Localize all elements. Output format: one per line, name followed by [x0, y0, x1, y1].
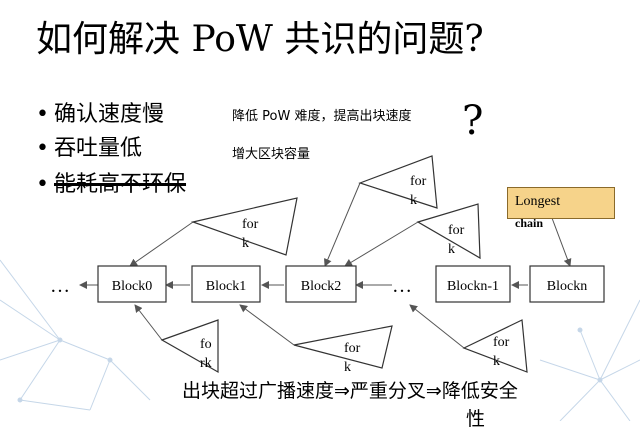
network-background	[0, 259, 640, 421]
note-lower-difficulty: 降低 PoW 难度，提高出块速度	[232, 109, 412, 124]
fork-arrow	[239, 304, 295, 346]
bullet-confirm-speed: •确认速度慢	[36, 96, 164, 128]
fork-label: for	[448, 223, 465, 238]
conclusion-text: 出块超过广播速度⇒严重分叉⇒降低安全	[182, 380, 518, 402]
fork-triangle	[190, 197, 298, 256]
block-label: Blockn	[547, 279, 587, 294]
fork-triangle	[462, 319, 528, 373]
fork-arrow	[134, 304, 163, 341]
ellipsis-left: …	[50, 275, 70, 297]
fork-triangle	[293, 325, 393, 369]
bullet-energy: •能耗高不环保	[36, 166, 186, 198]
block-0	[97, 265, 167, 303]
longest-chain-label: Longest	[515, 194, 561, 209]
longest-chain-label-2: chain	[515, 216, 544, 230]
fork-label: k	[410, 193, 417, 208]
fork-arrow	[409, 304, 465, 349]
fork-arrow	[324, 182, 361, 267]
block-label: Block0	[112, 279, 152, 294]
block-label: Block2	[301, 279, 341, 294]
question-mark: ?	[462, 98, 484, 144]
fork-label: for	[344, 341, 361, 356]
ellipsis-middle: …	[392, 275, 412, 297]
conclusion-text-2: 性	[466, 408, 486, 430]
block-label: Block1	[206, 279, 246, 294]
fork-label: for	[493, 335, 510, 350]
fork-triangle	[416, 203, 481, 260]
bullet-text: 确认速度慢	[54, 102, 165, 127]
fork-triangle	[358, 155, 438, 209]
bullet-throughput: •吞吐量低	[36, 130, 142, 162]
fork-arrow	[129, 221, 194, 267]
blockchain-diagram: Block0 Block1 Block2 Blockn-1 Blockn … ……	[50, 155, 605, 375]
fork-label: k	[344, 360, 351, 375]
block-2	[285, 265, 357, 303]
longest-chain-arrow	[551, 217, 572, 267]
fork-label: k	[493, 354, 500, 369]
fork-label: for	[410, 174, 427, 189]
bullet-dot: •	[36, 136, 49, 161]
fork-triangle	[160, 319, 219, 374]
bullet-dot: •	[36, 102, 49, 127]
block-n	[529, 265, 605, 303]
bullet-text: 吞吐量低	[54, 136, 143, 161]
fork-label: fo	[200, 337, 212, 352]
fork-label: k	[448, 242, 455, 257]
page-title: 如何解决 PoW 共识的问题?	[36, 19, 484, 60]
fork-label: for	[242, 217, 259, 232]
block-1	[191, 265, 261, 303]
fork-label: k	[242, 236, 249, 251]
block-label: Blockn-1	[447, 279, 499, 294]
block-n-1	[435, 265, 511, 303]
note-increase-capacity: 增大区块容量	[232, 147, 311, 162]
bullet-text-struck: 能耗高不环保	[54, 172, 187, 197]
bullet-dot: •	[36, 172, 49, 197]
fork-label: rk	[200, 356, 212, 371]
fork-arrow	[344, 221, 419, 267]
longest-chain-box	[507, 187, 615, 219]
